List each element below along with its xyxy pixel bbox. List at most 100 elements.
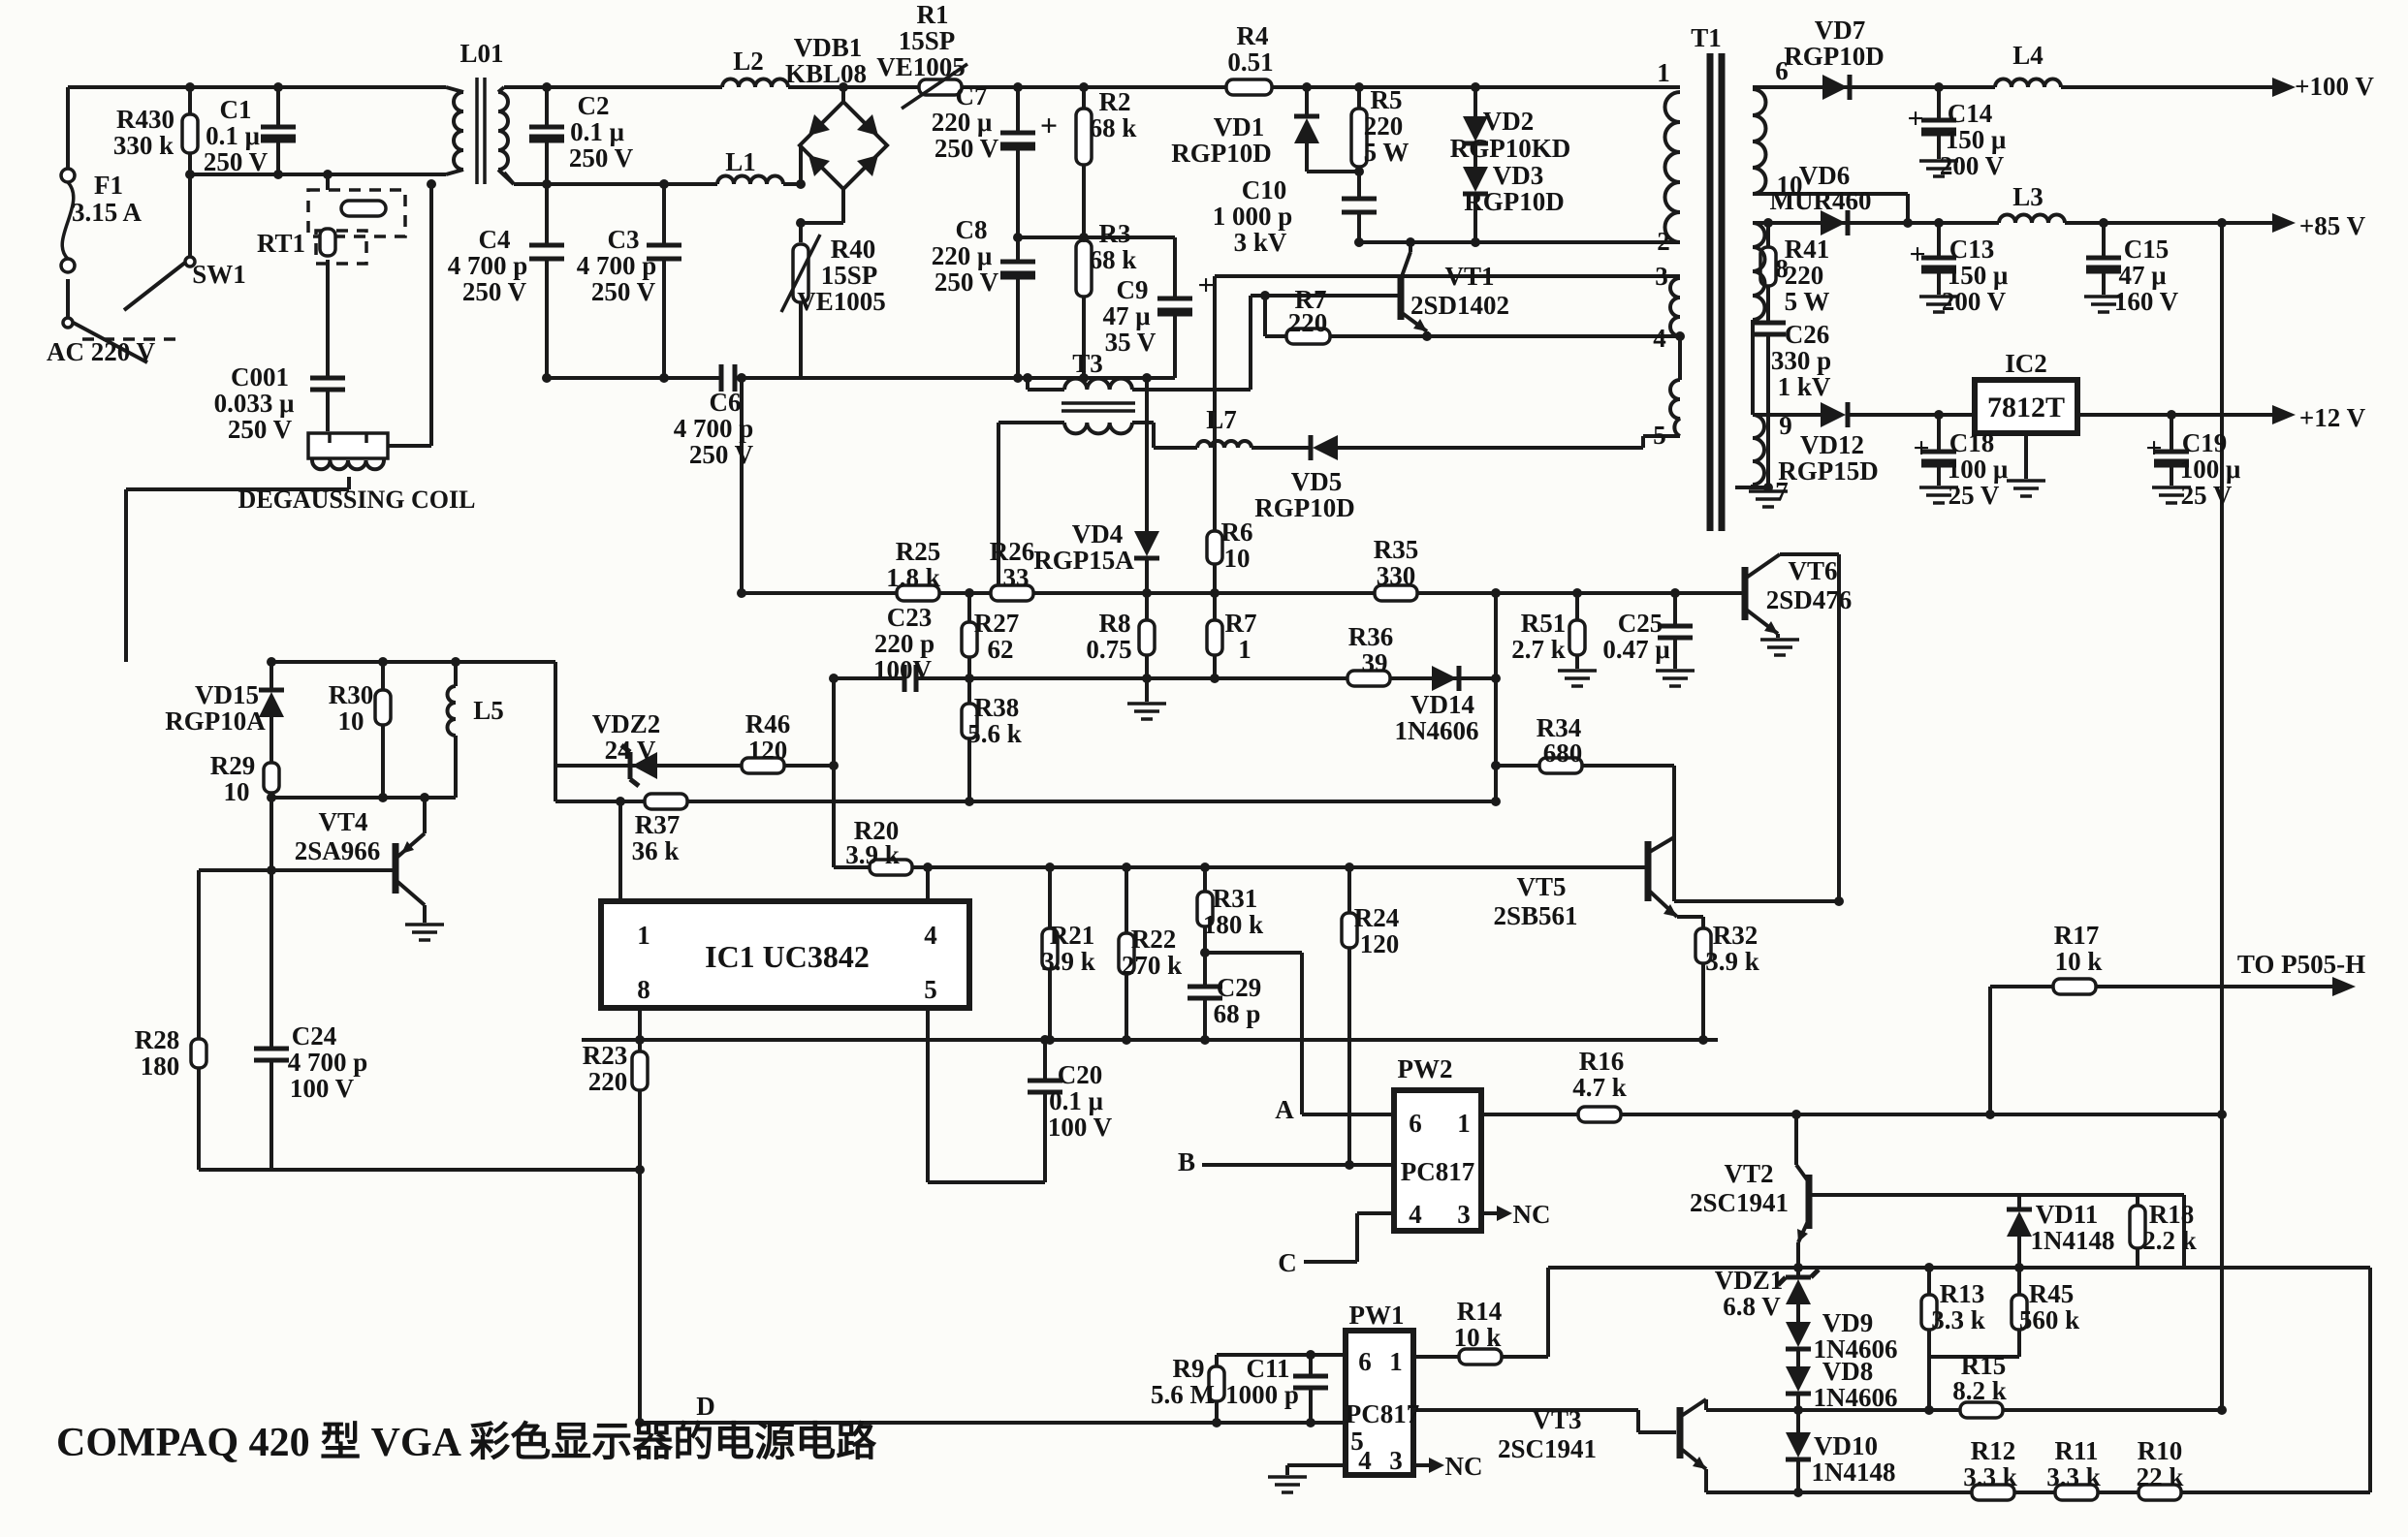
label-c20-val1: 0.1 μ bbox=[1049, 1086, 1103, 1115]
resistor-r34 bbox=[1537, 756, 1584, 775]
label-r35-ref: R35 bbox=[1374, 535, 1419, 564]
label-pw1-ref: PW1 bbox=[1349, 1301, 1405, 1330]
label-r1-val2: VE1005 bbox=[876, 52, 966, 81]
transistor-legs bbox=[394, 251, 1841, 1471]
label-ic2-ref: IC2 bbox=[2005, 349, 2047, 378]
label-r40-val1: 15SP bbox=[821, 261, 878, 290]
label-r7b-ref: R7 bbox=[1295, 285, 1327, 314]
label-r10-ref: R10 bbox=[2138, 1436, 2183, 1465]
diode-vd12 bbox=[1821, 402, 1851, 427]
label-c4-val2: 250 V bbox=[462, 277, 527, 306]
label-vdb1-ref: VDB1 bbox=[794, 33, 863, 62]
arrow-p505 bbox=[2332, 977, 2356, 996]
label-rt1: RT1 bbox=[257, 229, 305, 258]
label-r23-ref: R23 bbox=[583, 1041, 628, 1070]
label-r38-val: 5.6 k bbox=[967, 719, 1022, 748]
label-f1-val: 3.15 A bbox=[72, 198, 143, 227]
resistor-r28 bbox=[189, 1037, 208, 1070]
label-l1: L1 bbox=[725, 147, 756, 176]
label-vdz2-ref: VDZ2 bbox=[592, 709, 661, 738]
label-c4-ref: C4 bbox=[479, 225, 511, 254]
label-c6-val1: 4 700 p bbox=[674, 414, 754, 443]
label-ic1: IC1 UC3842 bbox=[705, 939, 870, 974]
label-vt4-val: 2SA966 bbox=[295, 836, 381, 865]
transformer-t3 bbox=[1061, 376, 1135, 436]
label-t1p9: 9 bbox=[1779, 411, 1792, 440]
label-c23-ref: C23 bbox=[887, 603, 933, 632]
label-c14-ref: C14 bbox=[1948, 99, 1993, 128]
label-r9-ref: R9 bbox=[1173, 1354, 1205, 1383]
resistor-r18 bbox=[2128, 1204, 2147, 1250]
diode-vd8 bbox=[1786, 1366, 1811, 1396]
label-vd6-ref: VD6 bbox=[1799, 161, 1851, 190]
label-vt3-ref: VT3 bbox=[1532, 1405, 1581, 1434]
label-sw1: SW1 bbox=[192, 260, 246, 289]
label-c13-plus: + bbox=[1909, 238, 1925, 270]
label-r21-ref: R21 bbox=[1050, 921, 1095, 950]
label-c15-val1: 47 μ bbox=[2118, 261, 2166, 290]
label-l5: L5 bbox=[473, 696, 504, 725]
label-c2-ref: C2 bbox=[578, 91, 610, 120]
label-c9-val2: 35 V bbox=[1105, 328, 1156, 357]
ic-boxes bbox=[598, 377, 2080, 1478]
label-vd12-val: RGP15D bbox=[1778, 456, 1879, 486]
inductor-l3 bbox=[1997, 212, 2067, 224]
ic1-uc3842-box bbox=[598, 898, 972, 1011]
inductors bbox=[306, 53, 2067, 737]
label-r17-ref: R17 bbox=[2054, 921, 2100, 950]
cap-c20 bbox=[1028, 1078, 1062, 1095]
cap-c001 bbox=[310, 375, 345, 392]
label-r11-ref: R11 bbox=[2054, 1436, 2098, 1465]
label-f1-ref: F1 bbox=[94, 171, 123, 200]
label-c19-ref: C19 bbox=[2182, 428, 2228, 457]
resistor-r4 bbox=[1224, 78, 1274, 97]
emitter-arrow-vt3 bbox=[1693, 1457, 1706, 1469]
label-pw1nc: NC bbox=[1445, 1452, 1483, 1481]
label-vdz1-ref: VDZ1 bbox=[1715, 1266, 1784, 1295]
label-c7-val2: 250 V bbox=[935, 134, 999, 163]
label-c14-val2: 200 V bbox=[1940, 151, 2005, 180]
label-t1p2: 2 bbox=[1657, 227, 1670, 256]
resistor-r31 bbox=[1195, 890, 1215, 928]
label-r14-val: 10 k bbox=[1454, 1323, 1502, 1352]
diode-vd4 bbox=[1134, 531, 1159, 561]
cap-c19 bbox=[2154, 449, 2189, 468]
label-r26-ref: R26 bbox=[990, 537, 1035, 566]
label-c20-ref: C20 bbox=[1058, 1060, 1103, 1089]
label-vd11-val: 1N4148 bbox=[2031, 1226, 2115, 1255]
switch-sw1 bbox=[61, 255, 197, 341]
resistor-r11 bbox=[2053, 1483, 2100, 1502]
label-c14-val1: 150 μ bbox=[1946, 125, 2007, 154]
bridge-vdb1 bbox=[797, 99, 890, 192]
label-r35-val: 330 bbox=[1377, 561, 1416, 590]
cap-c4 bbox=[529, 242, 564, 262]
label-out85: +85 V bbox=[2299, 211, 2366, 240]
label-c18-val1: 100 μ bbox=[1948, 455, 2009, 484]
diode-vd1 bbox=[1294, 113, 1319, 143]
wire-protection bbox=[1548, 985, 2372, 1494]
label-r1-val1: 15SP bbox=[899, 26, 956, 55]
label-c001-ref: C001 bbox=[231, 362, 289, 392]
label-r1-ref: R1 bbox=[917, 0, 949, 29]
varistor-slash-r1 bbox=[901, 62, 968, 110]
label-t1p4: 4 bbox=[1653, 324, 1666, 353]
cap-c1 bbox=[261, 124, 296, 143]
resistor-r22 bbox=[1117, 931, 1136, 976]
label-vt2-val: 2SC1941 bbox=[1690, 1188, 1789, 1217]
label-c001-val2: 250 V bbox=[228, 415, 293, 444]
label-vd8-val: 1N4606 bbox=[1814, 1383, 1898, 1412]
label-vd5-ref: VD5 bbox=[1291, 467, 1343, 496]
label-c23-val2: 100V bbox=[873, 655, 933, 684]
inductor-l1 bbox=[715, 173, 785, 185]
wires bbox=[66, 85, 2372, 1494]
label-t1p7: 7 bbox=[1775, 477, 1789, 506]
label-out12: +12 V bbox=[2299, 403, 2366, 432]
label-r51-val: 2.7 k bbox=[1511, 635, 1566, 664]
wire-bulk-caps bbox=[1016, 87, 1177, 378]
label-r8-val: 0.75 bbox=[1086, 635, 1131, 664]
label-t1p1: 1 bbox=[1657, 58, 1670, 87]
label-r46-ref: R46 bbox=[745, 709, 791, 738]
resistor-r14 bbox=[1457, 1347, 1504, 1366]
diode-vd9 bbox=[1786, 1322, 1811, 1352]
